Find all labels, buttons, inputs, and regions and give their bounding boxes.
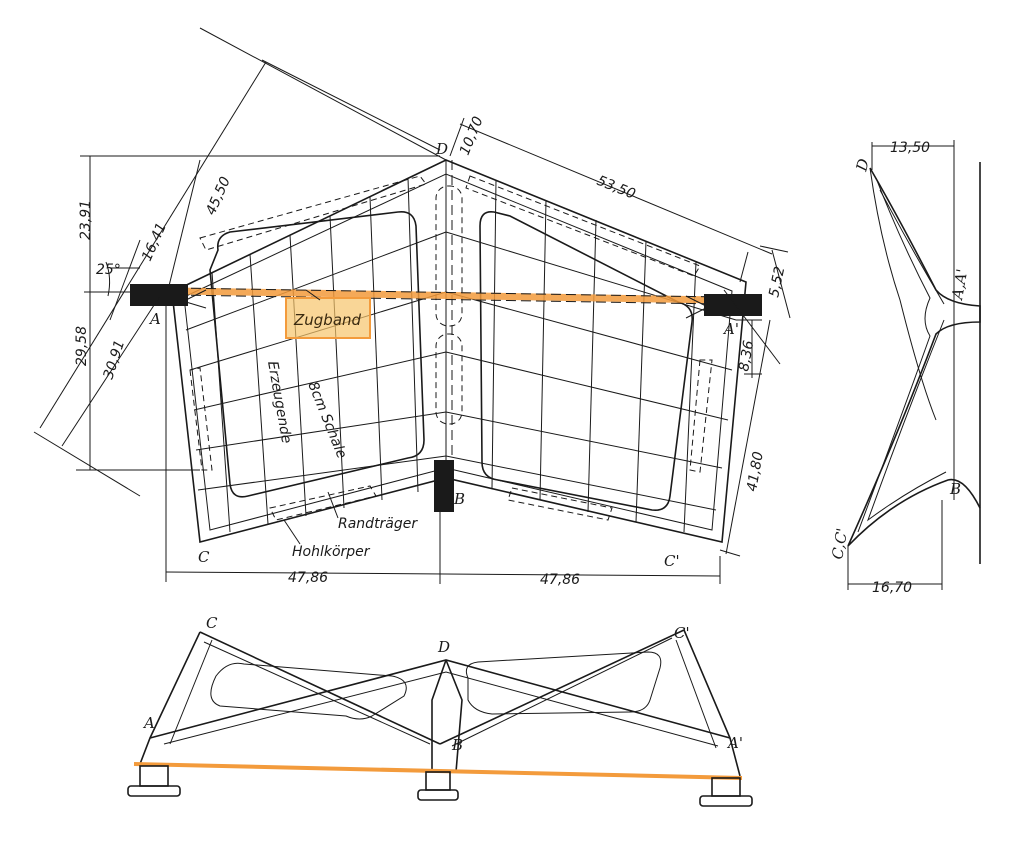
elev-point-a: A [142,714,155,732]
dim-5-52: 5,52 [766,265,788,299]
hollow-bodies [189,175,713,521]
elev-ridge-arms-inner [163,671,719,747]
elev-point-a-prime: A' [726,734,743,752]
support-leaders [185,289,707,319]
dim-23-91: 23,91 [78,200,94,240]
elev-tie-rod [133,762,743,780]
point-label-c: C [198,548,210,566]
elev-opening-right [465,651,662,715]
note-hohlkoerper: Hohlkörper [292,544,371,560]
elevation-view: C C' D A A' B [127,614,753,807]
dim-53-50: 53,50 [595,173,638,203]
elev-inner-edges [169,637,717,749]
elev-ridge-arms [149,659,731,739]
dimension-lines-top-right [449,117,791,557]
point-label-d: D [435,140,448,158]
note-schale: 8cm Schale [304,380,349,461]
dimension-lines-left [33,59,441,497]
elev-opening-left [210,662,407,720]
side-shell-inner [857,177,931,533]
shell-opening-right [479,210,694,512]
plan-outline [171,159,747,544]
side-shell-inner2 [866,189,947,522]
point-label-a: A [148,310,161,328]
dim-29-58: 29,58 [74,326,90,366]
elev-point-d: D [437,638,450,656]
shell-opening-left [209,210,425,498]
point-label-c-prime: C' [664,552,680,570]
support-b [434,460,454,512]
side-shell-curve [869,167,937,421]
elev-point-c: C [206,614,218,632]
zugband-highlight [285,297,371,339]
dim-8-36: 8,36 [736,339,757,373]
elev-arm-cprime-right [683,629,741,777]
point-label-b: B [453,490,465,508]
side-dim-13-50: 13,50 [890,140,930,156]
note-erzeugende: Erzeugende [264,360,294,445]
note-zugband-leader [305,289,321,301]
plan-view: D A A' B C C' 23,91 25° 29,58 30,91 16,4… [33,27,791,588]
dim-47-86-left: 47,86 [288,570,328,586]
point-label-a-prime: A' [722,320,739,338]
note-hohlkoerper-leader [283,519,301,545]
note-randtraeger: Randträger [338,516,418,532]
side-point-d: D [852,157,873,174]
note-zugband: Zugband [293,311,362,329]
dim-16-41: 16,41 [139,220,170,263]
support-a-prime [704,294,762,316]
elev-arm-c-left [139,631,201,765]
side-point-cc: C,C' [828,527,851,561]
elev-point-b: B [451,736,463,754]
tie-rod [175,287,721,304]
elev-arm-cprime-b [439,629,685,745]
dim-10-70: 10,70 [457,114,487,157]
elev-point-c-prime: C' [674,624,690,642]
side-dim-16-70: 16,70 [872,580,912,596]
note-randtraeger-leader [327,491,339,519]
elev-column-b [431,659,463,773]
tie-rod-edge-top [175,287,721,298]
dim-25-deg: 25° [96,262,121,278]
construction-line [199,27,447,161]
dimension-lines-bottom [165,300,721,584]
dim-45-50: 45,50 [203,174,234,217]
dim-41-80: 41,80 [744,450,767,492]
elev-arm-c-b [199,631,441,745]
tie-rod-edge-bottom [175,294,721,305]
support-a [130,284,188,306]
side-point-b: B [949,480,961,498]
elev-footings [127,765,753,807]
side-view: D A,A' B C,C' 13,50 16,70 [828,140,981,596]
side-point-aa: A,A' [948,267,971,302]
dim-47-86-right: 47,86 [540,572,580,588]
dim-30-91: 30,91 [101,338,129,381]
